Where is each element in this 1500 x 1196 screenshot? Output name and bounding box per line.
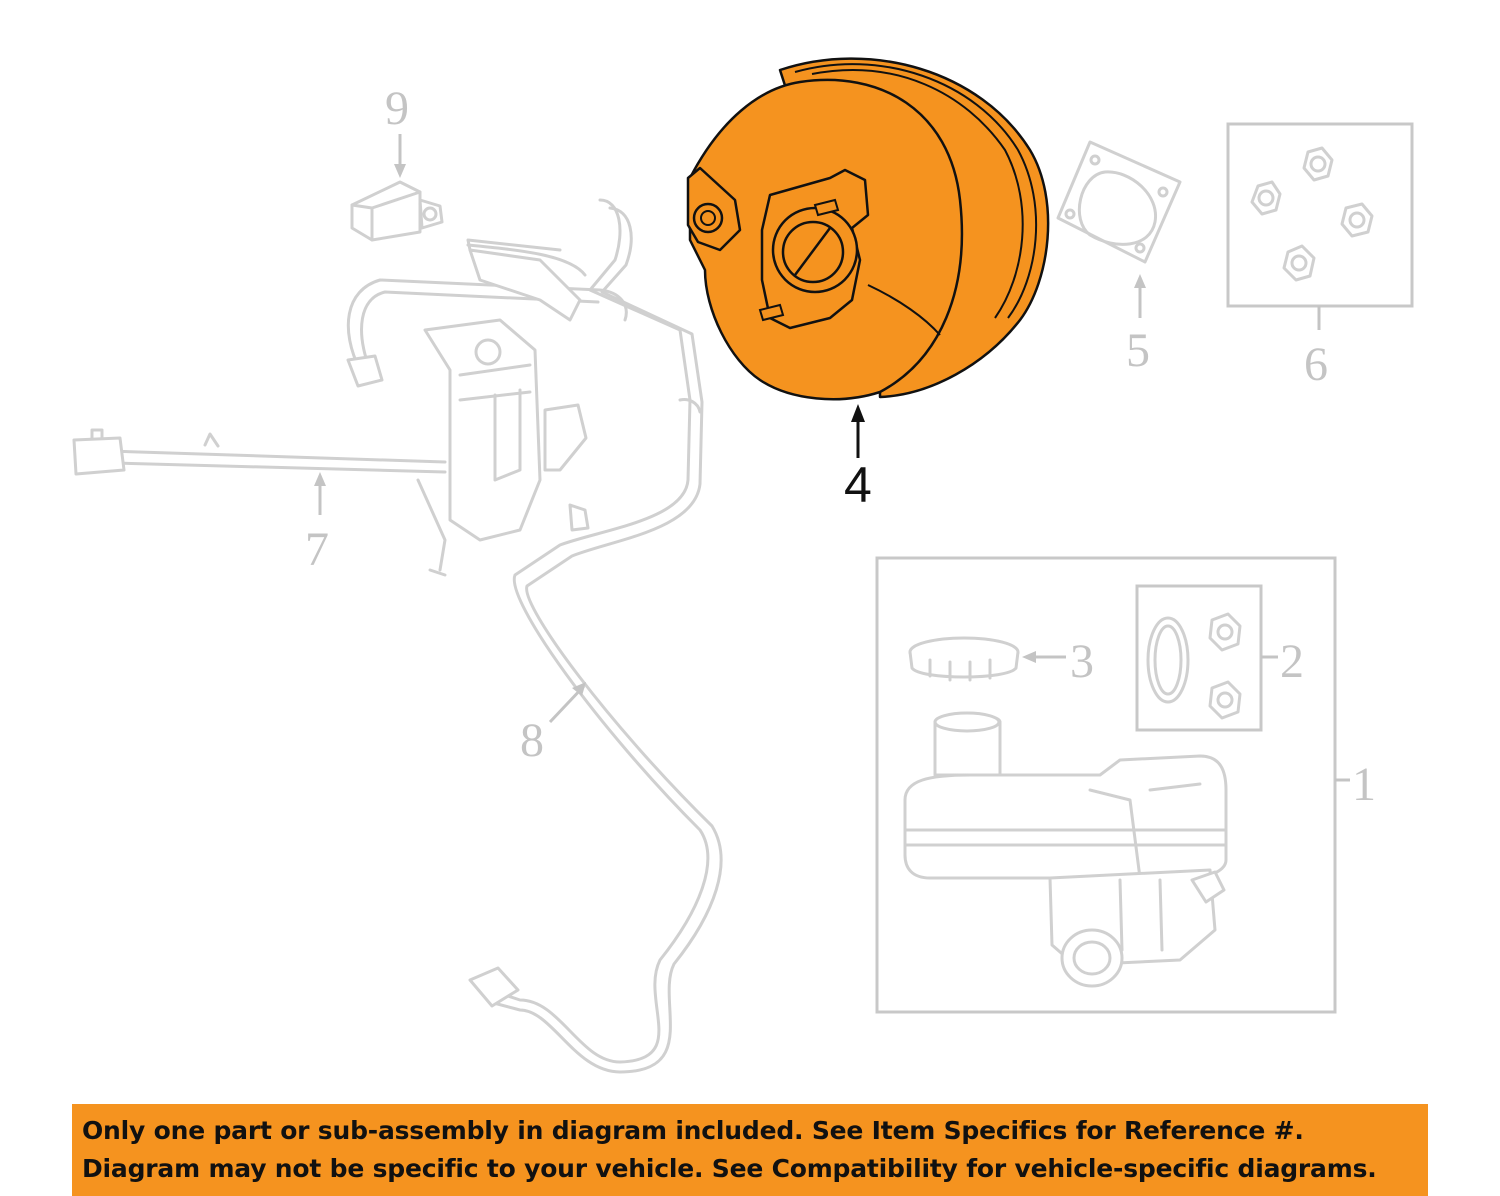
callout-1: 1 (1352, 758, 1376, 811)
callout-5: 5 (1126, 324, 1150, 377)
disclaimer-line-2: Diagram may not be specific to your vehi… (82, 1154, 1377, 1183)
part-9-sensor (350, 180, 444, 242)
part-7-harness-assembly (72, 238, 628, 577)
part-8-vacuum-hose (466, 198, 723, 1074)
callout-3: 3 (1070, 635, 1094, 688)
callout-6: 6 (1304, 338, 1328, 391)
leader-5-arrowhead (1134, 274, 1146, 288)
parts-diagram: 9 7 8 (72, 57, 1414, 1074)
leader-3-arrowhead (1022, 651, 1036, 663)
disclaimer-line-1: Only one part or sub-assembly in diagram… (82, 1116, 1304, 1145)
callout-7: 7 (305, 523, 329, 576)
part-2-seal-and-nuts (1146, 612, 1242, 720)
callout-2: 2 (1280, 635, 1304, 688)
callout-8: 8 (520, 714, 544, 767)
callout-4: 4 (844, 457, 872, 513)
leader-7-arrowhead (314, 472, 326, 486)
callout-9: 9 (385, 82, 409, 135)
leader-9-arrowhead (394, 164, 406, 178)
disclaimer-banner: Only one part or sub-assembly in diagram… (72, 1104, 1428, 1196)
leader-8-arrowhead (572, 682, 586, 696)
part-4-brake-booster (686, 57, 1050, 401)
part-1-box (875, 556, 1337, 1014)
part-1-master-cylinder (903, 711, 1228, 988)
part-5-gasket (1056, 140, 1182, 264)
part-3-reservoir-cap (908, 636, 1020, 682)
leader-4-arrowhead (851, 404, 865, 422)
part-6-nuts (1250, 146, 1374, 282)
